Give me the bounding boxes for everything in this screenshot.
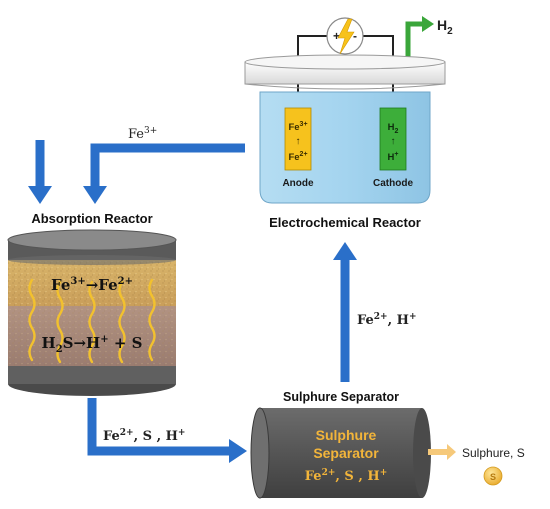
hydrogen-output-label: H2 (437, 17, 453, 37)
electrochemical-reactor: + - H2 Fe3+ ↑ Fe2+ Anode H2 (244, 16, 453, 230)
to-separator-flow-label: Fe2+, S , H+ (103, 428, 185, 444)
fe3-flow-label: Fe3+ (128, 126, 157, 142)
fe3-return-arrow-head-icon (83, 186, 107, 204)
separator-body (260, 408, 422, 498)
power-source: + - (326, 17, 364, 55)
to-electrochemical-arrow-head-icon (333, 242, 357, 260)
product-label: Sulphure, S (462, 446, 525, 460)
sulphur-coin-icon (483, 466, 503, 486)
gas-streams (28, 278, 156, 364)
hydrogen-output: H2 (405, 16, 453, 62)
power-plus-sign: + (333, 29, 340, 43)
hydrogen-arrow-head-icon (422, 16, 434, 32)
separator-end-cap (250, 407, 270, 499)
anode-electrode: Fe3+ ↑ Fe2+ Anode (282, 107, 314, 189)
cathode-top-species: H2 (388, 122, 399, 135)
sulphur-product: Sulphure, S S (428, 444, 525, 486)
anode-top-ion: Fe3+ (288, 121, 307, 133)
fe3-return-line (90, 143, 245, 188)
sulphur-coin-symbol: S (490, 472, 496, 482)
cathode-electrode: H2 ↑ H+ Cathode (373, 107, 413, 189)
to-separator-arrow-head-icon (229, 439, 247, 463)
lightning-bolt-icon (337, 18, 355, 55)
sulphure-separator-label: Sulphure Separator (283, 390, 399, 404)
feed-arrow-head-icon (28, 186, 52, 204)
cathode-arrow: ↑ (391, 136, 396, 147)
to-separator-line (87, 398, 232, 456)
anode-bottom-ion: Fe2+ (288, 151, 307, 163)
absorption-reactor-label: Absorption Reactor (31, 211, 152, 226)
cathode-bottom-species: H+ (388, 151, 399, 163)
reactor-lid (244, 54, 446, 90)
to-electrochemical-flow-label: Fe2+, H+ (357, 312, 417, 328)
cathode-label: Cathode (373, 178, 413, 189)
separator-inner-species: Fe2+, S , H+ (305, 468, 387, 484)
product-arrow-icon (428, 444, 456, 460)
sulphure-separator: Sulphure Separator Sulphure Separator Fe… (250, 390, 431, 499)
anode-arrow: ↑ (296, 136, 301, 147)
power-minus-sign: - (353, 29, 357, 43)
h2s-oxidation-reaction: H2S→H+ + S (42, 334, 143, 355)
flow-arrows: Fe3+ Fe2+, S , H+ Fe2+, H+ (28, 126, 417, 463)
anode-label: Anode (282, 178, 314, 189)
iron-reduction-reaction: Fe3+→Fe2+ (51, 276, 133, 294)
absorption-reactor: Absorption Reactor Fe3+→Fe2+ H2S→H+ + S (7, 211, 177, 396)
electrochemical-reactor-label: Electrochemical Reactor (269, 215, 421, 230)
separator-inner-line2: Separator (313, 445, 379, 461)
separator-inner-line1: Sulphure (316, 427, 377, 443)
